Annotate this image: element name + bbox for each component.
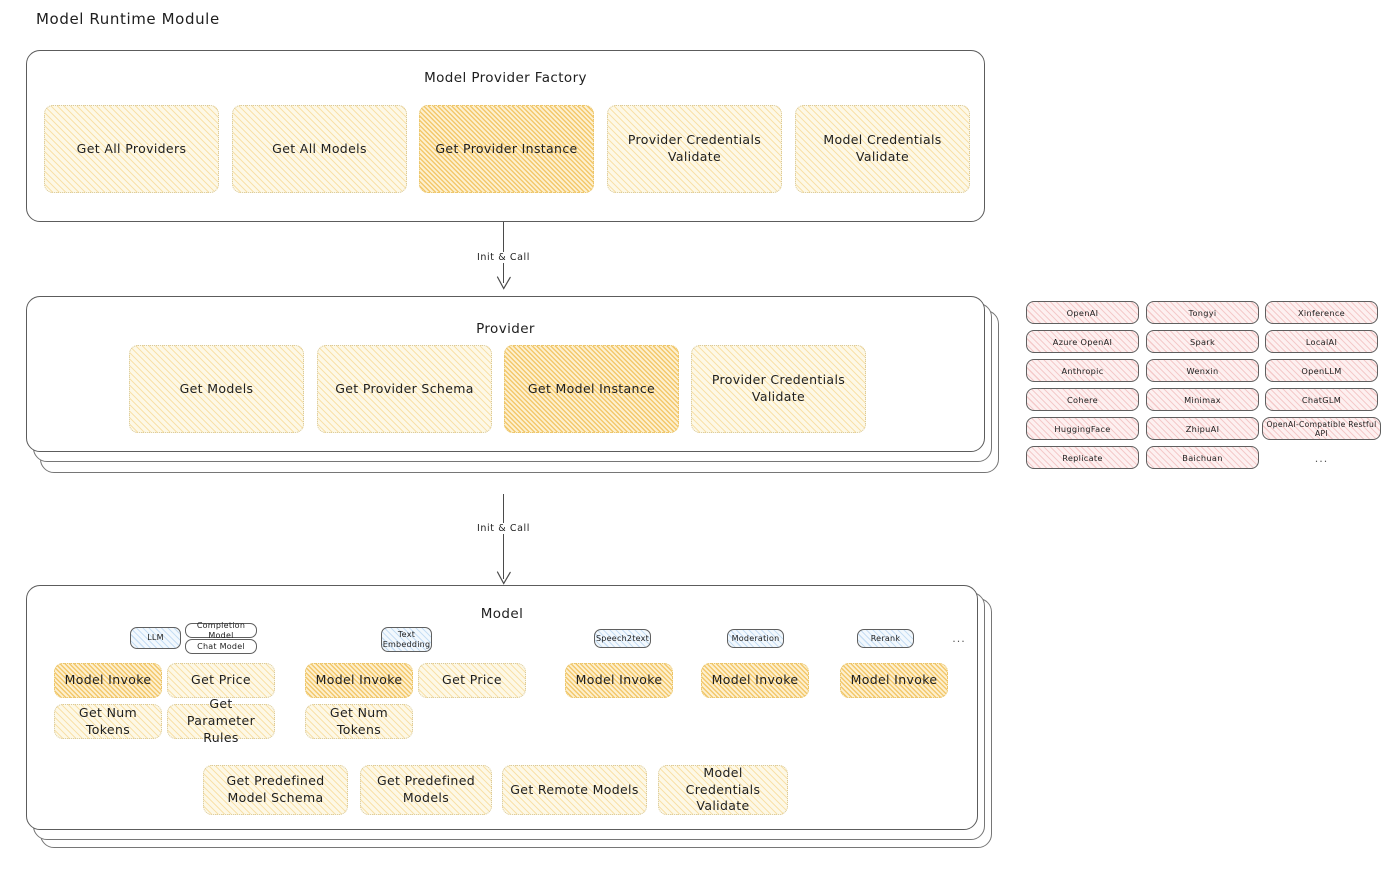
model-common-node-get-predefined-models[interactable]: Get Predefined Models [360, 765, 492, 815]
provider-chip-baichuan[interactable]: Baichuan [1146, 446, 1259, 469]
model-common-node-get-predefined-model-schema[interactable]: Get Predefined Model Schema [203, 765, 348, 815]
model-sub-badge-chat-model[interactable]: Chat Model [185, 639, 257, 654]
text-embedding-node-get-num-tokens[interactable]: Get Num Tokens [305, 704, 413, 739]
factory-node-get-all-providers[interactable]: Get All Providers [44, 105, 219, 193]
provider-node-get-model-instance[interactable]: Get Model Instance [504, 345, 679, 433]
provider-node-get-provider-schema[interactable]: Get Provider Schema [317, 345, 492, 433]
provider-chip-tongyi[interactable]: Tongyi [1146, 301, 1259, 324]
provider-list-more: ... [1314, 451, 1329, 465]
provider-chip-anthropic[interactable]: Anthropic [1026, 359, 1139, 382]
llm-node-get-num-tokens[interactable]: Get Num Tokens [54, 704, 162, 739]
factory-node-get-provider-instance[interactable]: Get Provider Instance [419, 105, 594, 193]
arrow-2-head [496, 571, 511, 585]
provider-chip-minimax[interactable]: Minimax [1146, 388, 1259, 411]
factory-title: Model Provider Factory [424, 70, 587, 86]
model-type-badge-llm[interactable]: LLM [130, 627, 181, 649]
llm-node-model-invoke[interactable]: Model Invoke [54, 663, 162, 698]
provider-chip-cohere[interactable]: Cohere [1026, 388, 1139, 411]
arrow-2-line [503, 494, 505, 579]
factory-node-model-credentials-validate[interactable]: Model Credentials Validate [795, 105, 970, 193]
arrow-2-label: Init & Call [473, 523, 534, 534]
model-common-node-get-remote-models[interactable]: Get Remote Models [502, 765, 647, 815]
moderation-node-model-invoke[interactable]: Model Invoke [701, 663, 809, 698]
provider-chip-zhipuai[interactable]: ZhipuAI [1146, 417, 1259, 440]
provider-chip-spark[interactable]: Spark [1146, 330, 1259, 353]
model-common-node-model-credentials-validate[interactable]: Model Credentials Validate [658, 765, 788, 815]
model-type-badge-moderation[interactable]: Moderation [727, 629, 784, 648]
provider-title: Provider [476, 321, 535, 337]
provider-node-provider-credentials-validate[interactable]: Provider Credentials Validate [691, 345, 866, 433]
text-embedding-node-model-invoke[interactable]: Model Invoke [305, 663, 413, 698]
provider-chip-xinference[interactable]: Xinference [1265, 301, 1378, 324]
model-type-badge-speech2text[interactable]: Speech2text [594, 629, 651, 648]
provider-chip-azure-openai[interactable]: Azure OpenAI [1026, 330, 1139, 353]
model-sub-badge-completion-model[interactable]: Completion Model [185, 621, 257, 640]
model-title: Model [480, 606, 524, 622]
model-type-badge-text-embedding[interactable]: Text Embedding [381, 627, 432, 652]
page-title: Model Runtime Module [36, 10, 220, 28]
provider-chip-wenxin[interactable]: Wenxin [1146, 359, 1259, 382]
provider-chip-replicate[interactable]: Replicate [1026, 446, 1139, 469]
factory-node-provider-credentials-validate[interactable]: Provider Credentials Validate [607, 105, 782, 193]
rerank-node-model-invoke[interactable]: Model Invoke [840, 663, 948, 698]
model-types-more: ... [952, 631, 966, 645]
provider-chip-openllm[interactable]: OpenLLM [1265, 359, 1378, 382]
text-embedding-node-get-price[interactable]: Get Price [418, 663, 526, 698]
llm-node-get-price[interactable]: Get Price [167, 663, 275, 698]
provider-node-get-models[interactable]: Get Models [129, 345, 304, 433]
provider-chip-openai-compatible-restful-api[interactable]: OpenAI-Compatible Restful API [1262, 417, 1381, 440]
llm-node-get-parameter-rules[interactable]: Get Parameter Rules [167, 696, 275, 745]
provider-chip-openai[interactable]: OpenAI [1026, 301, 1139, 324]
model-type-badge-rerank[interactable]: Rerank [857, 629, 914, 648]
provider-chip-chatglm[interactable]: ChatGLM [1265, 388, 1378, 411]
provider-chip-localai[interactable]: LocalAI [1265, 330, 1378, 353]
arrow-1-label: Init & Call [473, 252, 534, 263]
speech2text-node-model-invoke[interactable]: Model Invoke [565, 663, 673, 698]
provider-chip-huggingface[interactable]: HuggingFace [1026, 417, 1139, 440]
factory-node-get-all-models[interactable]: Get All Models [232, 105, 407, 193]
arrow-1-head [496, 276, 511, 290]
